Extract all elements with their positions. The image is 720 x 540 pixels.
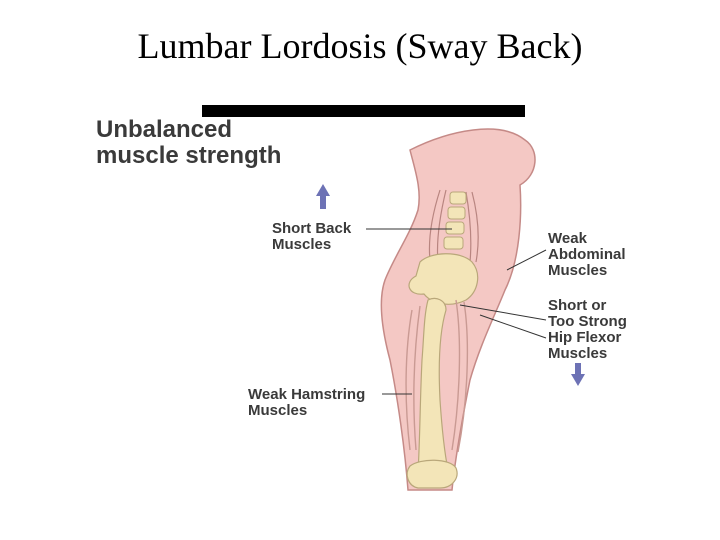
body-silhouette [381,129,535,490]
knee-bones [407,460,457,488]
label-line: Short Back [272,221,351,237]
heading-line-1: Unbalanced [96,117,281,143]
label-line: Weak [548,231,626,247]
label-line: Muscles [548,263,626,279]
label-line: Hip Flexor [548,330,627,346]
label-hip-flexor-muscles: Short or Too Strong Hip Flexor Muscles [548,298,627,362]
label-line: Short or [548,298,627,314]
header-bar [202,105,525,117]
heading-line-2: muscle strength [96,143,281,169]
label-line: Too Strong [548,314,627,330]
down-arrow-icon [571,363,585,386]
label-line: Abdominal [548,247,626,263]
label-line: Muscles [548,346,627,362]
up-arrow-icon [316,184,330,209]
diagram-heading: Unbalanced muscle strength [96,117,281,169]
label-line: Weak Hamstring [248,387,365,403]
label-line: Muscles [272,237,351,253]
label-weak-hamstring-muscles: Weak Hamstring Muscles [248,387,365,419]
label-weak-abdominal-muscles: Weak Abdominal Muscles [548,231,626,279]
label-short-back-muscles: Short Back Muscles [272,221,351,253]
label-line: Muscles [248,403,365,419]
